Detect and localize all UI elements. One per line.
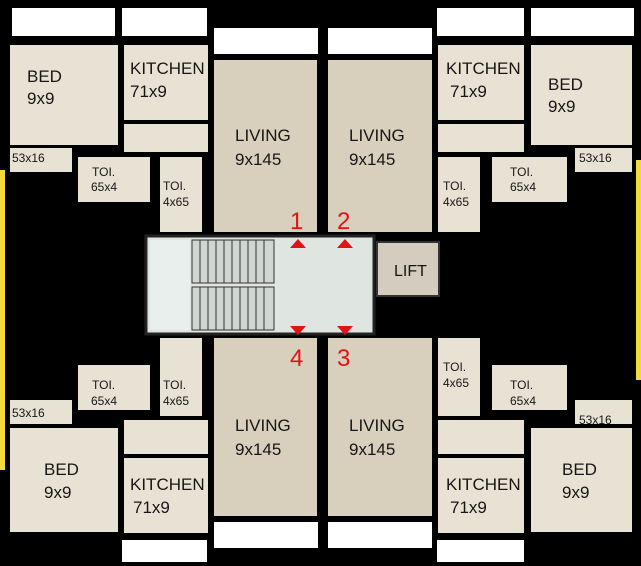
room-balcony-top-right: [575, 148, 632, 172]
room-passage-top-right: [438, 124, 524, 152]
dim-bed-bottom-right: 9x9: [562, 483, 589, 502]
dim-balcony-bottom-left: 53x16: [12, 406, 45, 420]
entrance-marker-4: [290, 326, 306, 335]
room-toilet-bottom-right-a: [492, 365, 567, 410]
window-top-left: [12, 8, 115, 36]
label-bed-bottom-right: BED: [562, 460, 597, 479]
window-top-center-left: [214, 28, 318, 54]
room-balcony-top-left: [10, 148, 72, 172]
dim-kitchen-bottom-right: 71x9: [450, 498, 487, 517]
dim-living-bottom-right: 9x145: [349, 440, 395, 459]
dim-living-top-left: 9x145: [235, 150, 281, 169]
window-top-left-kitchen: [122, 8, 207, 36]
flat-number-2: 2: [337, 208, 350, 235]
room-balcony-bottom-left: [10, 400, 72, 424]
window-bottom-left-kitchen: [122, 540, 207, 562]
window-bottom-center-right: [328, 522, 432, 548]
dim-toilet-top-left-b: 4x65: [163, 195, 189, 209]
room-toilet-top-left-a: [78, 157, 150, 202]
room-bed-top-right: [531, 45, 632, 145]
dim-toilet-bottom-right-a: 65x4: [510, 394, 536, 408]
room-toilet-bottom-left-a: [78, 365, 150, 410]
label-toilet-top-left-b: TOI.: [163, 179, 186, 193]
room-passage-bottom-right: [438, 420, 524, 454]
lift-shaft: [376, 241, 440, 297]
dim-bed-top-right: 9x9: [548, 97, 575, 116]
flat-number-1: 1: [290, 208, 303, 235]
label-bed-top-left: BED: [27, 67, 62, 86]
dim-bed-bottom-left: 9x9: [44, 483, 71, 502]
label-toilet-top-right-b: TOI.: [443, 179, 466, 193]
dim-kitchen-top-left: 71x9: [130, 82, 167, 101]
label-living-top-left: LIVING: [235, 126, 291, 145]
room-toilet-top-left-b: [160, 157, 202, 232]
lift-label: LIFT: [394, 263, 427, 280]
window-top-center-right: [328, 28, 432, 54]
dim-toilet-top-left-a: 65x4: [91, 180, 117, 194]
label-bed-top-right: BED: [548, 75, 583, 94]
label-toilet-bottom-left-a: TOI.: [92, 378, 115, 392]
label-living-top-right: LIVING: [349, 126, 405, 145]
dim-toilet-top-right-b: 4x65: [443, 195, 469, 209]
label-living-bottom-right: LIVING: [349, 416, 405, 435]
room-bed-bottom-right: [531, 428, 632, 532]
dim-living-bottom-left: 9x145: [235, 440, 281, 459]
dim-balcony-top-right: 53x16: [579, 151, 612, 165]
entrance-marker-3: [337, 326, 353, 335]
room-living-top-right: [328, 60, 432, 232]
room-living-bottom-left: [214, 338, 317, 516]
room-passage-bottom-left: [124, 420, 208, 454]
dim-balcony-top-left: 53x16: [12, 151, 45, 165]
staircase: [191, 239, 275, 331]
room-kitchen-top-right: [438, 45, 524, 120]
room-kitchen-bottom-right: [438, 458, 524, 533]
label-kitchen-bottom-left: KITCHEN: [130, 475, 205, 494]
dim-balcony-bottom-right: 53x16: [579, 413, 612, 427]
room-bed-bottom-left: [10, 428, 118, 532]
dim-bed-top-left: 9x9: [27, 89, 54, 108]
label-kitchen-bottom-right: KITCHEN: [446, 475, 521, 494]
entrance-marker-1: [290, 239, 306, 248]
room-kitchen-top-left: [124, 45, 208, 120]
dim-toilet-top-right-a: 65x4: [510, 180, 536, 194]
dim-toilet-bottom-left-a: 65x4: [91, 394, 117, 408]
room-toilet-top-right-b: [438, 157, 480, 232]
label-toilet-top-right-a: TOI.: [510, 165, 533, 179]
window-bottom-right-kitchen: [437, 540, 524, 562]
label-toilet-bottom-right-a: TOI.: [510, 378, 533, 392]
label-toilet-bottom-left-b: TOI.: [163, 378, 186, 392]
label-living-bottom-left: LIVING: [235, 416, 291, 435]
dim-kitchen-bottom-left: 71x9: [133, 498, 170, 517]
dim-toilet-bottom-left-b: 4x65: [163, 394, 189, 408]
label-bed-bottom-left: BED: [44, 460, 79, 479]
window-top-right: [531, 8, 634, 36]
room-living-top-left: [214, 60, 317, 232]
label-toilet-top-left-a: TOI.: [92, 165, 115, 179]
entrance-marker-2: [337, 239, 353, 248]
room-balcony-bottom-right: [575, 400, 632, 424]
label-toilet-bottom-right-b: TOI.: [443, 360, 466, 374]
room-bed-top-left: [10, 45, 118, 145]
balcony-strip-left-top: [0, 170, 5, 470]
room-toilet-bottom-right-b: [438, 338, 480, 416]
balcony-strip-right: [636, 160, 641, 380]
label-kitchen-top-left: KITCHEN: [130, 59, 205, 78]
room-kitchen-bottom-left: [124, 458, 208, 533]
dim-living-top-right: 9x145: [349, 150, 395, 169]
staircase-landing: [150, 240, 190, 330]
window-bottom-center-left: [214, 522, 318, 548]
window-top-right-kitchen: [437, 8, 524, 36]
room-passage-top-left: [124, 124, 208, 152]
room-toilet-top-right-a: [492, 157, 567, 202]
label-kitchen-top-right: KITCHEN: [446, 59, 521, 78]
room-toilet-bottom-left-b: [160, 338, 202, 416]
room-living-bottom-right: [328, 338, 432, 516]
flat-number-3: 3: [337, 345, 350, 372]
dim-toilet-bottom-right-b: 4x65: [443, 376, 469, 390]
dim-kitchen-top-right: 71x9: [450, 82, 487, 101]
flat-number-4: 4: [290, 345, 303, 372]
